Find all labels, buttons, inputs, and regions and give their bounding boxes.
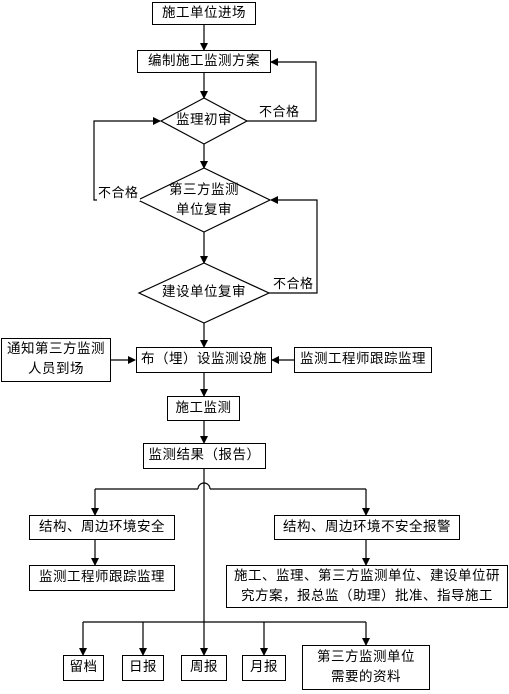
diamond-owner-review [137,262,271,324]
diamond-label-third-party-review: 第三方监测 单位复审 [169,182,239,218]
box-contractor-enter: 施工单位进场 [152,2,256,25]
box-output-archive: 留档 [63,655,104,681]
box-output-daily: 日报 [122,655,164,681]
diamond-label-owner-review: 建设单位复审 [162,284,246,300]
diamond-label-supervisor-review: 监理初审 [176,112,232,128]
diamond-third-party-review [136,167,272,233]
box-notify-third-party: 通知第三方监测 人员到场 [1,338,111,382]
fail-label-1: 不合格 [258,101,301,120]
box-output-weekly: 周报 [181,655,227,681]
box-install-monitoring: 布（埋）设监测设施 [136,347,272,373]
loop-review3-to-review2 [269,196,318,294]
fail-label-2: 不合格 [97,182,140,201]
box-unsafe-alarm: 结构、周边环境不安全报警 [274,515,460,540]
diamond-supervisor-review [159,97,249,145]
box-output-third-party-data: 第三方监测单位 需要的资料 [302,645,430,690]
box-monitoring-result: 监测结果（报告） [143,443,266,469]
box-engineer-tracking-left: 监测工程师跟踪监理 [29,565,175,591]
box-construction-monitoring: 施工监测 [167,396,240,421]
line-hop [197,482,211,490]
loop-review1-to-plan [247,58,317,122]
box-monitoring-plan: 编制施工监测方案 [137,50,271,73]
fail-label-3: 不合格 [272,273,315,292]
box-output-monthly: 月报 [242,655,286,681]
box-engineer-tracking-right: 监测工程师跟踪监理 [294,347,432,373]
box-safe: 结构、周边环境安全 [29,515,175,540]
box-joint-response: 施工、监理、第三方监测单位、建设单位研 究方案，报总监（助理）批准、指导施工 [226,565,508,608]
